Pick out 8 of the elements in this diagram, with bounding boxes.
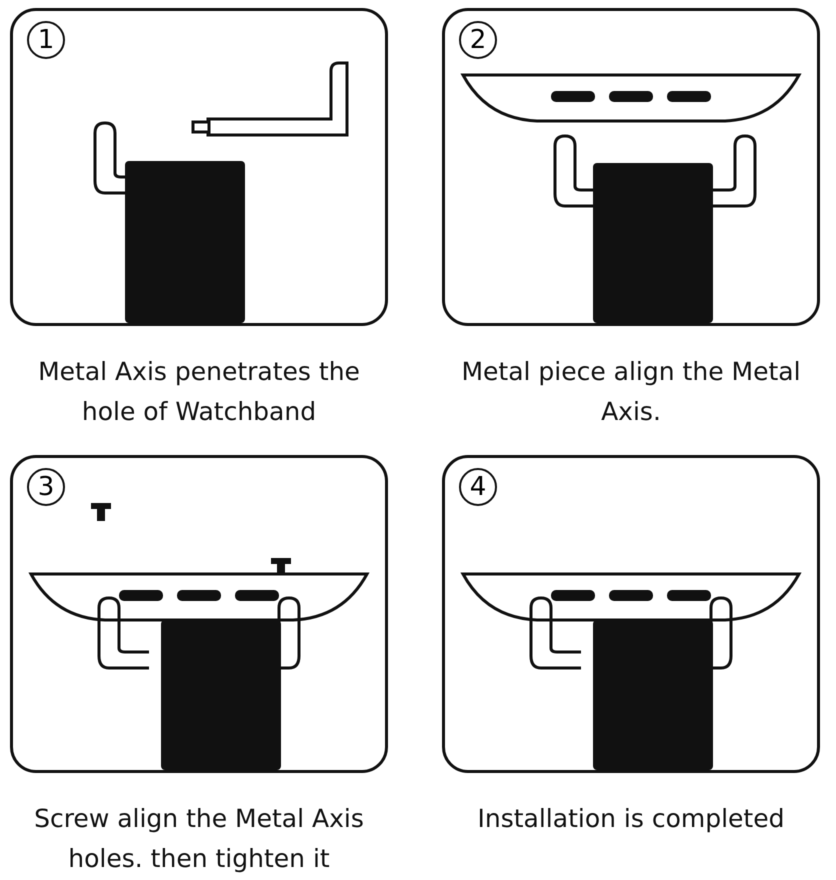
step-number: 4 [459, 468, 497, 506]
step-caption: Metal piece align the Metal Axis. [460, 356, 802, 428]
step-number: 3 [27, 468, 65, 506]
step-caption: Screw align the Metal Axis holes. then tighten it [33, 803, 365, 875]
step-caption: Metal Axis penetrates the hole of Watchband [37, 356, 361, 428]
step-caption: Installation is completed [476, 803, 786, 835]
step-number: 2 [459, 21, 497, 59]
step-number: 1 [27, 21, 65, 59]
